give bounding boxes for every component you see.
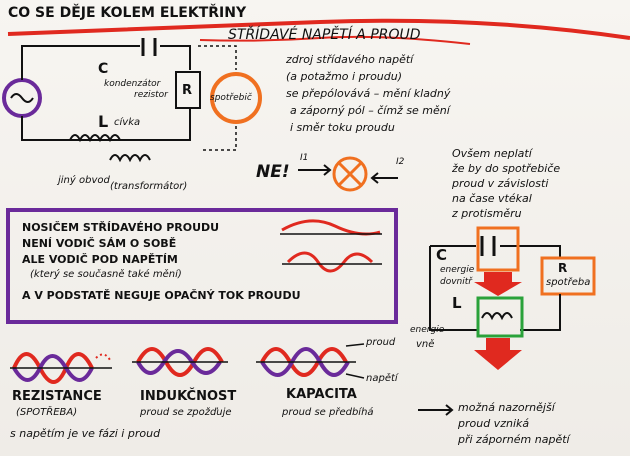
other-circuit-label: jiný obvod [58,176,110,186]
resistor-symbol: R [182,84,192,97]
capacitor-label: kondenzátor [104,80,160,89]
source-note-line-1: zdroj střídavého napětí [286,54,413,65]
legend-current: proud [366,338,395,348]
right-consumer-label: spotřeba [546,278,590,288]
legend-voltage: napětí [366,374,398,384]
resistance-sub-label: (SPOTŘEBA) [16,408,77,418]
conclusion-line-3: při záporném napětí [458,434,570,445]
however-note-line-2: že by do spotřebiče [452,163,560,174]
source-note-line-5: i směr toku proudu [290,122,395,133]
resistor-label: rezistor [134,91,168,100]
source-note-line-2: (a potažmo i proudu) [286,71,402,82]
transformer-coil [110,155,150,160]
energy-returns-label-2: dovnitř [440,278,472,287]
transformer-label: (transformátor) [110,182,187,192]
energy-in-label: energie [410,326,444,335]
right-c-symbol: C [436,248,447,263]
box-line-4: (který se současně také mění) [30,270,182,280]
however-note-line-1: Ovšem neplatí [452,148,532,159]
conclusion-line-1: možná nazornější [458,402,555,413]
right-r-symbol: R [558,262,567,274]
inductor-symbol: L [98,114,108,130]
right-l-symbol: L [452,296,462,311]
energy-in-arrow [474,338,522,370]
resistance-label: REZISTANCE [12,390,102,403]
inductance-label: INDUKČNOST [140,390,236,403]
inductance-note: proud se zpožďuje [140,408,232,418]
however-note-line-4: na čase vtékal [452,193,532,204]
page-title: CO SE DĚJE KOLEM ELEKTŘINY [8,6,246,20]
inductor-label: cívka [114,118,140,128]
however-note-line-3: proud v závislosti [452,178,548,189]
right-inductor-box [478,298,522,336]
capacitor-symbol: C [98,62,108,76]
i1-label: I1 [300,154,308,163]
page-subtitle: STŘÍDAVÉ NAPĚTÍ A PROUD [228,28,421,42]
box-line-5: A V PODSTATĚ NEGUJE OPAČNÝ TOK PROUDU [22,290,301,301]
energy-returns-label: energie [440,266,474,275]
source-note-line-3: se přepólovává – mění kladný [286,88,450,99]
energy-out-arrow [474,272,522,296]
box-line-1: NOSIČEM STŘÍDAVÉHO PROUDU [22,222,219,233]
however-note-line-5: z protisměru [452,208,522,219]
box-line-3: ALE VODIČ POD NAPĚTÍM [22,254,178,265]
capacitance-note: proud se předbíhá [282,408,374,418]
capacitance-label: KAPACITA [286,388,357,401]
source-note-line-4: a záporný pól – čímž se mění [290,105,450,116]
right-capacitor-box [478,228,518,270]
i2-label: I2 [396,158,404,167]
box-line-2: NENÍ VODIČ SÁM O SOBĚ [22,238,176,249]
energy-in-label-2: vně [416,340,434,350]
conclusion-line-2: proud vzniká [458,418,529,429]
right-resistor-box [542,258,594,294]
resistance-note: s napětím je ve fázi i proud [10,428,160,439]
ne-label: NE! [256,164,290,181]
consumer-label: spotřebič [210,94,252,103]
